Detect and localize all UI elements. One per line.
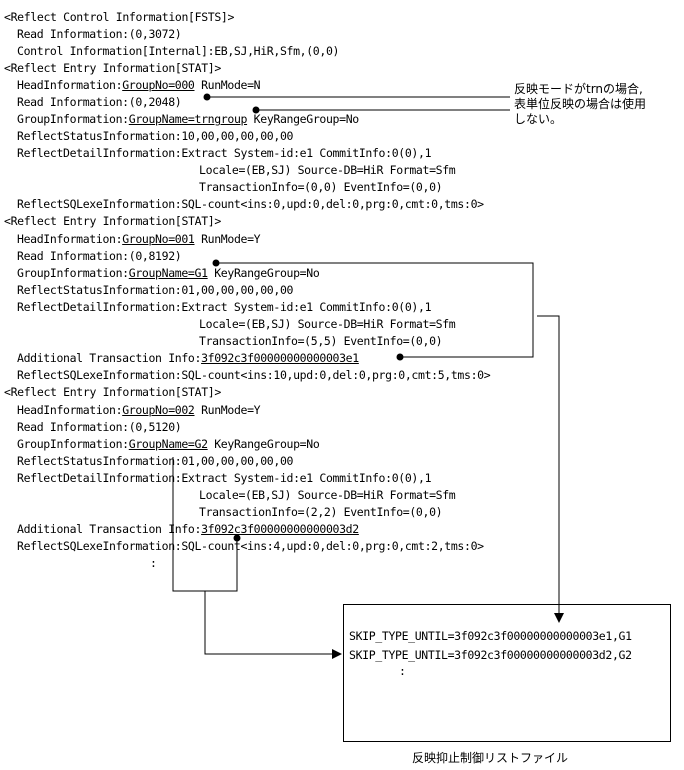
log-line: Read Information:(0,5120) [17,420,182,434]
log-text: GroupInformation: [17,112,129,126]
skip-list-file-box: SKIP_TYPE_UNTIL=3f092c3f00000000000003e1… [343,604,671,742]
log-line: Control Information[Internal]:EB,SJ,HiR,… [17,44,340,58]
log-line: HeadInformation:GroupNo=000 RunMode=N [17,78,261,92]
group-no-000: GroupNo=000 [122,78,195,92]
log-text: HeadInformation: [17,78,123,92]
log-line: ReflectSQLexeInformation:SQL-count<ins:1… [17,368,491,382]
group-no-002: GroupNo=002 [122,403,195,417]
group-name-g1: GroupName=G1 [128,266,208,280]
transaction-info-g1: 3f092c3f00000000000003e1 [201,351,359,365]
log-line: <Reflect Entry Information[STAT]> [4,214,221,228]
log-line: GroupInformation:GroupName=trngroup KeyR… [17,112,359,126]
log-line: TransactionInfo=(0,0) EventInfo=(0,0) [199,180,443,194]
log-line: HeadInformation:GroupNo=002 RunMode=Y [17,403,261,417]
note-pointer [203,93,510,114]
log-text: RunMode=Y [194,403,261,417]
g1-connector [212,259,564,623]
log-text: Additional Transaction Info: [17,351,202,365]
log-line: Additional Transaction Info:3f092c3f0000… [17,351,359,365]
log-text: KeyRangeGroup=No [207,266,320,280]
log-text: KeyRangeGroup=No [207,437,320,451]
log-line: Additional Transaction Info:3f092c3f0000… [17,522,359,536]
group-name-trngroup: GroupName=trngroup [128,112,248,126]
log-ellipsis: : [150,556,157,570]
log-line: Locale=(EB,SJ) Source-DB=HiR Format=Sfm [199,317,456,331]
log-text: HeadInformation: [17,403,123,417]
skip-entry-g1: SKIP_TYPE_UNTIL=3f092c3f00000000000003e1… [349,629,632,643]
log-line: Locale=(EB,SJ) Source-DB=HiR Format=Sfm [199,163,456,177]
group-no-001: GroupNo=001 [122,232,195,246]
log-line: ReflectSQLexeInformation:SQL-count<ins:4… [17,539,484,553]
log-line: TransactionInfo=(2,2) EventInfo=(0,0) [199,505,443,519]
log-line: ReflectDetailInformation:Extract System-… [17,146,432,160]
log-text: GroupInformation: [17,437,129,451]
group-name-g2: GroupName=G2 [128,437,208,451]
log-line: <Reflect Control Information[FSTS]> [4,10,235,24]
log-line: ReflectDetailInformation:Extract System-… [17,300,432,314]
g2-connector [172,457,342,659]
log-line: ReflectSQLexeInformation:SQL-count<ins:0… [17,197,484,211]
skip-list-caption: 反映抑止制御リストファイル [412,751,569,765]
log-line: TransactionInfo=(5,5) EventInfo=(0,0) [199,334,443,348]
log-text: RunMode=N [194,78,261,92]
log-line: Locale=(EB,SJ) Source-DB=HiR Format=Sfm [199,488,456,502]
skip-ellipsis: : [399,664,406,678]
log-text: KeyRangeGroup=No [247,112,360,126]
log-line: ReflectStatusInformation:10,00,00,00,00,… [17,129,294,143]
log-line: ReflectDetailInformation:Extract System-… [17,471,432,485]
log-text: GroupInformation: [17,266,129,280]
note-text: 反映モードがtrnの場合, 表単位反映の場合は使用 しない。 [514,82,647,126]
log-text: HeadInformation: [17,232,123,246]
log-line: Read Information:(0,8192) [17,249,182,263]
log-line: Read Information:(0,3072) [17,27,182,41]
log-line: <Reflect Entry Information[STAT]> [4,385,221,399]
log-line: GroupInformation:GroupName=G1 KeyRangeGr… [17,266,320,280]
log-line: ReflectStatusInformation:01,00,00,00,00,… [17,454,294,468]
log-line: GroupInformation:GroupName=G2 KeyRangeGr… [17,437,320,451]
skip-entry-g2: SKIP_TYPE_UNTIL=3f092c3f00000000000003d2… [349,648,632,662]
log-text: Additional Transaction Info: [17,522,202,536]
log-line: <Reflect Entry Information[STAT]> [4,61,221,75]
log-line: Read Information:(0,2048) [17,95,182,109]
log-line: ReflectStatusInformation:01,00,00,00,00,… [17,283,294,297]
log-line: HeadInformation:GroupNo=001 RunMode=Y [17,232,261,246]
transaction-info-g2: 3f092c3f00000000000003d2 [201,522,359,536]
log-text: RunMode=Y [194,232,261,246]
